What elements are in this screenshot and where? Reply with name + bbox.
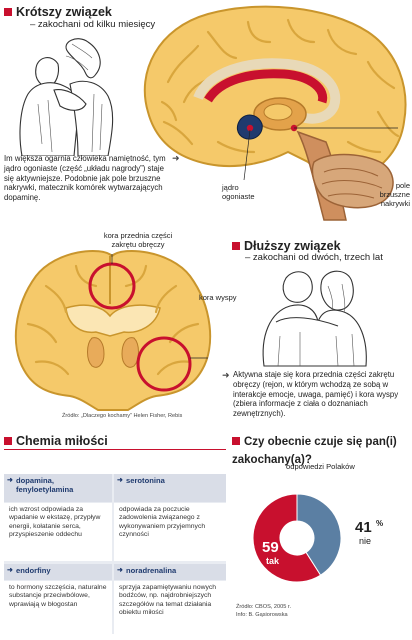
label-ventral-tegmental-area: pole brzuszne nakrywki: [379, 181, 410, 208]
long-description: Aktywna staje się kora przednia części z…: [233, 370, 399, 419]
source-note-brain: Źródło: „Dlaczego kochamy” Helen Fisher,…: [62, 413, 183, 419]
pie-label-tak: tak: [266, 556, 280, 566]
couple-embracing-illustration: [19, 38, 114, 156]
long-subtitle: – zakochani od dwóch, trzech lat: [245, 252, 383, 263]
arrow-right-icon: ➜: [117, 567, 123, 574]
red-square-icon: [4, 7, 12, 16]
arrow-right-icon: ➜: [117, 477, 123, 484]
short-description: Im większa ogarnia człowieka namiętność,…: [4, 154, 166, 203]
chem-title: Chemia miłości: [4, 432, 108, 450]
pie-unit-nie: %: [376, 519, 383, 528]
red-square-icon: [232, 436, 240, 445]
short-title: Krótszy związek: [4, 3, 112, 21]
survey-credit: Info: B. Gąsiorowska: [236, 612, 288, 618]
pointer-arrow-icon: ➜: [172, 153, 180, 163]
red-square-icon: [4, 436, 12, 445]
couple-sitting-illustration: [262, 270, 367, 367]
label-insula: kora wyspy: [199, 293, 237, 302]
pie-label-nie: nie: [359, 536, 371, 546]
chem-cell-head-serotonin: ➜serotonina: [114, 474, 226, 502]
chem-divider: [4, 449, 226, 450]
label-caudate-nucleus: jądro ogoniaste: [222, 183, 255, 201]
survey-title: Czy obecnie czuje się pan(i) zakochany(a…: [232, 436, 397, 466]
long-title: Dłuższy związek: [232, 237, 341, 255]
pie-slice-nie: [296, 493, 342, 576]
chem-cell-body-dopamine: ich wzrost odpowiada za wpadanie w eksta…: [4, 503, 112, 561]
label-anterior-cingulate: kora przednia części zakrętu obręczy: [103, 231, 173, 249]
pie-unit-tak: %: [283, 539, 290, 548]
short-subtitle: – zakochani od kilku miesięcy: [30, 19, 156, 30]
chem-cell-body-endorphins: to hormony szczęścia, naturalne substanc…: [4, 581, 112, 634]
brain-sagittal-illustration: [143, 5, 407, 221]
pie-slice-tak: [252, 493, 322, 583]
arrow-right-icon: ➜: [7, 567, 13, 574]
chem-cell-head-dopamine: ➜dopamina, fenyloetylamina: [4, 474, 112, 502]
pointer-arrow-icon: ➜: [222, 370, 230, 380]
chem-cell-body-serotonin: odpowiada za poczucie zadowolenia związa…: [114, 503, 226, 561]
chem-cell-head-endorphins: ➜endorfiny: [4, 564, 112, 580]
chem-cell-head-noradrenaline: ➜noradrenalina: [114, 564, 226, 580]
brain-coronal-illustration: [14, 249, 212, 411]
survey-source: Źródło: CBOS, 2005 r.: [236, 604, 292, 610]
chem-cell-body-noradrenaline: sprzyja zapamiętywaniu nowych bodźców, n…: [114, 581, 226, 634]
pie-value-tak: 59: [262, 539, 279, 556]
survey-subtitle: odpowiedzi Polaków: [286, 462, 355, 471]
arrow-right-icon: ➜: [7, 477, 13, 484]
red-square-icon: [232, 241, 240, 250]
pie-value-nie: 41: [355, 519, 372, 536]
